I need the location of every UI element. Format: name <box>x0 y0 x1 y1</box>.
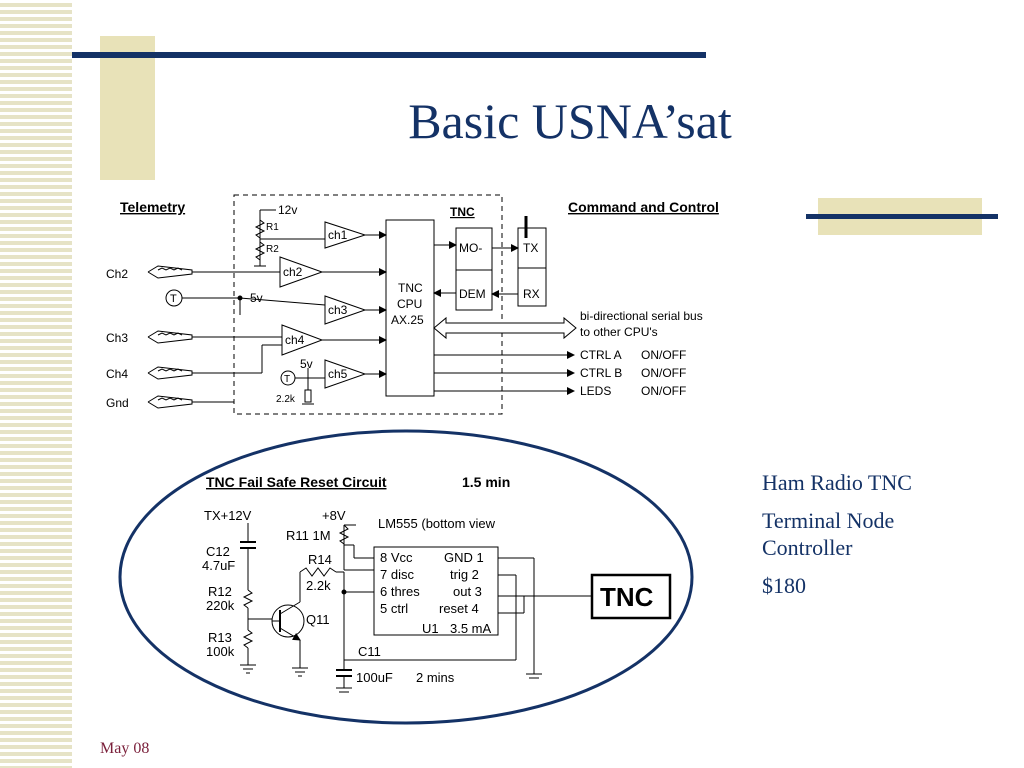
c11-name: C11 <box>358 644 381 659</box>
r11-label: R11 1M <box>286 528 331 543</box>
channel-input-label: Ch3 <box>106 331 128 345</box>
clip-icon <box>147 395 193 409</box>
supply-5v-label: 5v <box>250 291 263 305</box>
cpu-label: TNC <box>398 281 423 295</box>
decorative-stripes <box>0 0 72 768</box>
ic-pin-left: 8 Vcc <box>380 550 413 565</box>
r14-value: 2.2k <box>306 578 331 593</box>
temp-sensor-label: T <box>284 374 290 385</box>
output-name: LEDS <box>580 384 611 398</box>
lm555-label: LM555 (bottom view <box>378 516 496 531</box>
telemetry-label: Telemetry <box>120 199 185 215</box>
clip-icon <box>147 265 193 279</box>
u1-label: U1 <box>422 621 439 636</box>
amplifier-label: ch4 <box>285 333 305 347</box>
r12-value: 220k <box>206 598 235 613</box>
tnc-box-label: TNC <box>600 582 654 612</box>
output-state: ON/OFF <box>641 348 686 362</box>
resistor-label: 2.2k <box>276 394 296 405</box>
r14-name: R14 <box>308 552 332 567</box>
tx-label: TX <box>523 241 538 255</box>
footer-date: May 08 <box>100 740 150 757</box>
modem-bottom-label: DEM <box>459 287 486 301</box>
c12-value: 4.7uF <box>202 558 235 573</box>
channel-input-label: Gnd <box>106 396 129 410</box>
temp-sensor-label: T <box>170 293 177 305</box>
clip-icon <box>147 366 193 380</box>
ic-pin-right: trig 2 <box>450 567 479 582</box>
telemetry-labels: Telemetry TNC Command and Control 12v R1… <box>106 199 719 410</box>
tnc-section-label: TNC <box>450 205 475 219</box>
clip-icon <box>147 330 193 344</box>
channel-input-label: Ch4 <box>106 367 128 381</box>
ic-pin-right: GND 1 <box>444 550 484 565</box>
amplifier-label: ch1 <box>328 228 348 242</box>
reset-circuit-title: TNC Fail Safe Reset Circuit <box>206 474 387 490</box>
circuit-diagram: Telemetry TNC Command and Control 12v R1… <box>106 194 719 725</box>
title-rule <box>72 52 706 58</box>
bus-label: to other CPU's <box>580 325 658 339</box>
q11-label: Q11 <box>306 612 330 627</box>
ic-pin-left: 6 thres <box>380 584 420 599</box>
tx-supply-label: TX+12V <box>204 508 252 523</box>
r13-value: 100k <box>206 644 235 659</box>
c12-name: C12 <box>206 544 230 559</box>
rx-label: RX <box>523 287 540 301</box>
info-panel: Ham Radio TNC Terminal Node Controller $… <box>762 470 982 612</box>
reset-circuit-labels: TNC Fail Safe Reset Circuit 1.5 min TX+1… <box>202 474 654 685</box>
r12-name: R12 <box>208 584 232 599</box>
reset-circuit-time: 1.5 min <box>462 474 510 490</box>
info-line: Ham Radio TNC <box>762 470 912 495</box>
output-name: CTRL A <box>580 348 622 362</box>
sensor-5v-label: 5v <box>300 357 313 371</box>
telemetry-block-diagram <box>147 194 577 415</box>
c11-value: 100uF <box>356 670 393 685</box>
ic-pin-left: 5 ctrl <box>380 601 408 616</box>
output-state: ON/OFF <box>641 384 686 398</box>
slide-title: Basic USNA’sat <box>408 93 732 149</box>
info-line: $180 <box>762 573 806 599</box>
cpu-label: CPU <box>397 297 422 311</box>
right-accent-line <box>806 214 998 219</box>
cpu-label: AX.25 <box>391 313 424 327</box>
command-label: Command and Control <box>568 199 719 215</box>
channel-input-label: Ch2 <box>106 267 128 281</box>
ic-pin-left: 7 disc <box>380 567 414 582</box>
supply-12v-label: 12v <box>278 203 297 217</box>
current-label: 3.5 mA <box>450 621 492 636</box>
modem-top-label: MO- <box>459 241 482 255</box>
r13-name: R13 <box>208 630 232 645</box>
r2-label: R2 <box>266 244 279 255</box>
ic-pin-right: reset 4 <box>439 601 479 616</box>
info-line: Terminal Node Controller <box>762 508 895 560</box>
bus-label: bi-directional serial bus <box>580 309 703 323</box>
supply-8v-label: +8V <box>322 508 346 523</box>
amplifier-label: ch2 <box>283 265 303 279</box>
ic-pin-right: out 3 <box>453 584 482 599</box>
accent-square <box>100 36 155 180</box>
output-name: CTRL B <box>580 366 622 380</box>
reset-circuit-schematic <box>240 523 672 693</box>
duration-label: 2 mins <box>416 670 455 685</box>
amplifier-label: ch5 <box>328 367 348 381</box>
output-state: ON/OFF <box>641 366 686 380</box>
r1-label: R1 <box>266 222 279 233</box>
amplifier-label: ch3 <box>328 303 348 317</box>
